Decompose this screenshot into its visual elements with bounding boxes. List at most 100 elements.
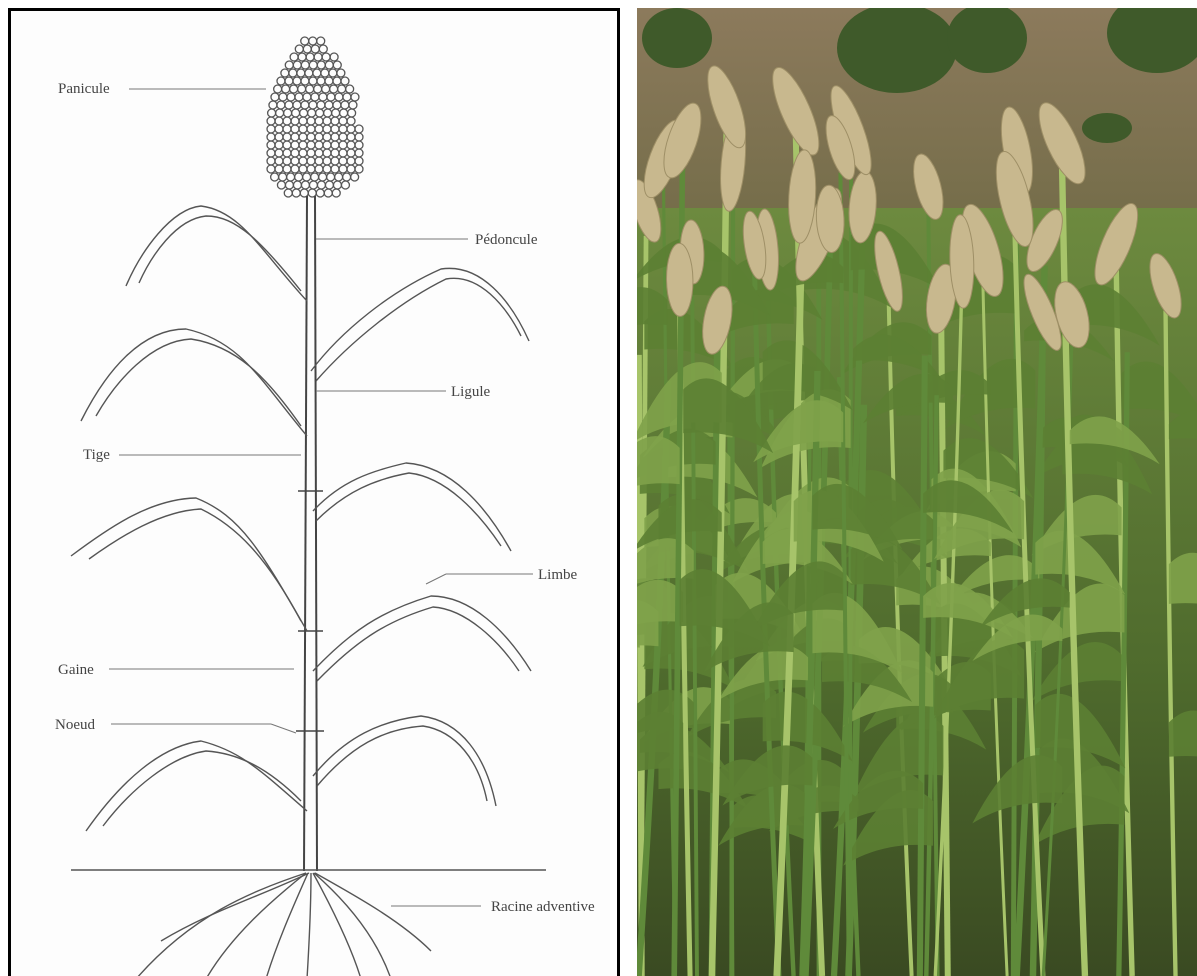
- leaves-drawing: [71, 206, 531, 831]
- grain: [323, 141, 331, 149]
- grain: [337, 69, 345, 77]
- grain: [355, 165, 363, 173]
- grain: [309, 181, 317, 189]
- grain: [315, 133, 323, 141]
- grain: [295, 45, 303, 53]
- grain: [347, 133, 355, 141]
- grain: [325, 61, 333, 69]
- grain: [309, 101, 317, 109]
- grain: [267, 133, 275, 141]
- grain: [275, 149, 283, 157]
- grain: [341, 77, 349, 85]
- grain: [298, 53, 306, 61]
- grain: [333, 101, 341, 109]
- grain: [277, 181, 285, 189]
- grain: [307, 125, 315, 133]
- grain: [355, 157, 363, 165]
- grain: [281, 69, 289, 77]
- grain: [282, 85, 290, 93]
- grain: [299, 117, 307, 125]
- grain: [347, 149, 355, 157]
- grain: [297, 69, 305, 77]
- grain: [339, 149, 347, 157]
- grain: [347, 141, 355, 149]
- grain: [267, 141, 275, 149]
- grain: [307, 141, 315, 149]
- grain: [338, 85, 346, 93]
- label-racine-adventive: Racine adventive: [491, 899, 595, 915]
- grain: [283, 133, 291, 141]
- grain: [347, 125, 355, 133]
- grain: [329, 69, 337, 77]
- grain: [291, 141, 299, 149]
- grain: [267, 125, 275, 133]
- grain: [316, 109, 324, 117]
- grain: [317, 77, 325, 85]
- grain: [331, 157, 339, 165]
- grain: [327, 93, 335, 101]
- grain: [351, 93, 359, 101]
- grain: [323, 125, 331, 133]
- grain: [315, 157, 323, 165]
- grain: [324, 189, 332, 197]
- grain: [309, 61, 317, 69]
- grain: [349, 101, 357, 109]
- grain: [283, 157, 291, 165]
- leader-lines: [109, 89, 533, 906]
- grain: [291, 125, 299, 133]
- grain: [300, 189, 308, 197]
- grain: [331, 141, 339, 149]
- grain: [322, 85, 330, 93]
- grain: [308, 109, 316, 117]
- grain: [308, 189, 316, 197]
- grain: [339, 133, 347, 141]
- grain: [289, 69, 297, 77]
- grain: [287, 93, 295, 101]
- grain: [307, 149, 315, 157]
- grain: [331, 125, 339, 133]
- grain: [306, 53, 314, 61]
- grain: [322, 53, 330, 61]
- grain: [317, 181, 325, 189]
- grain: [301, 37, 309, 45]
- grain: [303, 93, 311, 101]
- grain: [339, 125, 347, 133]
- grain: [319, 173, 327, 181]
- grain: [317, 101, 325, 109]
- grain: [279, 93, 287, 101]
- roots-drawing: [136, 873, 431, 976]
- stem-drawing: [296, 196, 324, 871]
- grain: [331, 133, 339, 141]
- grain: [293, 77, 301, 85]
- label-pedoncule: Pédoncule: [475, 232, 538, 248]
- grain: [315, 141, 323, 149]
- grain: [291, 157, 299, 165]
- grain: [285, 181, 293, 189]
- grain: [317, 37, 325, 45]
- grain: [355, 149, 363, 157]
- grain: [332, 109, 340, 117]
- grain: [291, 165, 299, 173]
- grain: [287, 173, 295, 181]
- grain: [299, 157, 307, 165]
- grain: [325, 181, 333, 189]
- grain: [275, 157, 283, 165]
- grain: [347, 165, 355, 173]
- grain: [309, 37, 317, 45]
- grain: [275, 141, 283, 149]
- grain: [285, 61, 293, 69]
- grain: [346, 85, 354, 93]
- grain: [277, 77, 285, 85]
- sorghum-field-photo: [637, 8, 1197, 976]
- grain: [301, 77, 309, 85]
- grain: [335, 93, 343, 101]
- grain: [299, 133, 307, 141]
- grain: [321, 69, 329, 77]
- grain: [293, 181, 301, 189]
- grain: [283, 125, 291, 133]
- grain: [314, 53, 322, 61]
- grain: [319, 45, 327, 53]
- grain: [339, 165, 347, 173]
- diagram-svg: Panicule Pédoncule Ligule Tige Limbe Gai…: [11, 11, 617, 976]
- grain: [315, 165, 323, 173]
